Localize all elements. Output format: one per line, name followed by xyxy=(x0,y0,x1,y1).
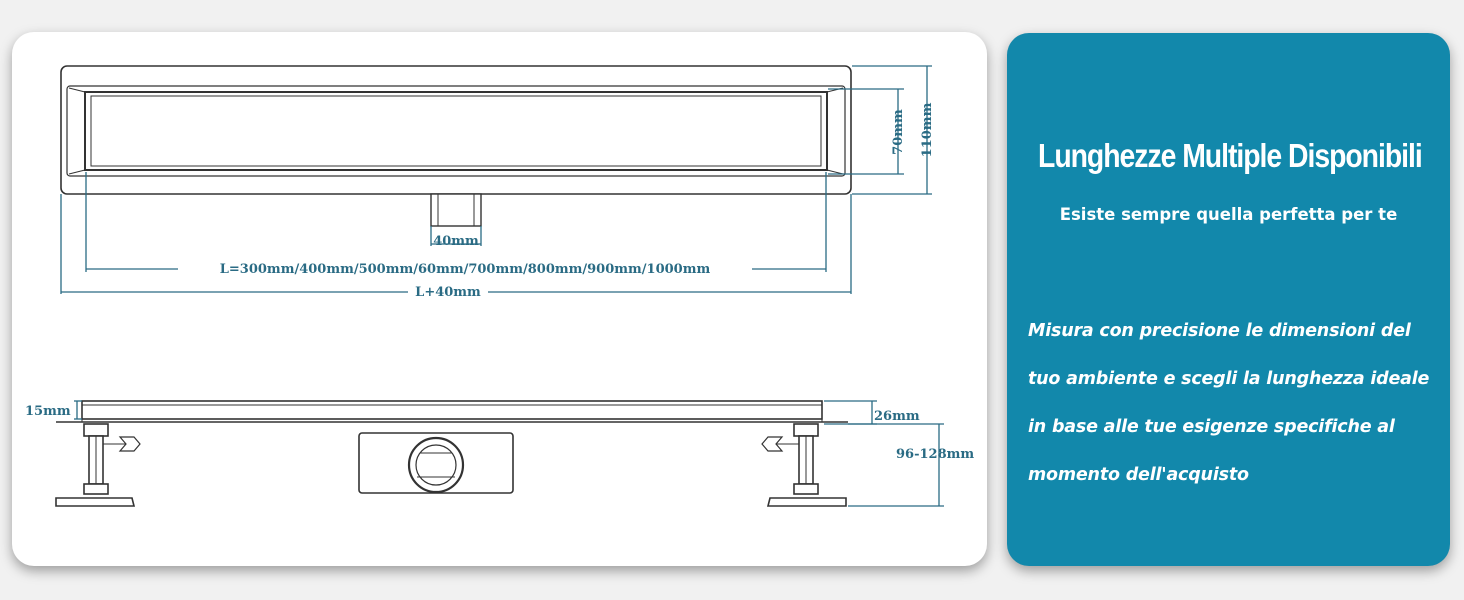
drain-outer-frame xyxy=(60,65,852,195)
info-body-line: in base alle tue esigenze specifiche al xyxy=(1028,417,1395,437)
diagram-panel: 70mm 110mm 40mm L=300mm/400mm/500mm/60mm… xyxy=(12,32,987,566)
inner-width-label: 70mm xyxy=(891,109,906,155)
side-view xyxy=(55,400,848,507)
outlet-width-label: 40mm xyxy=(433,234,479,249)
outlet-circle xyxy=(407,436,465,494)
side-view-dimensions xyxy=(74,400,944,507)
left-adjustable-foot xyxy=(55,423,141,507)
info-body-line: tuo ambiente e scegli la lunghezza ideal… xyxy=(1028,369,1430,389)
top-view-dimensions xyxy=(60,65,932,294)
technical-drawing: 70mm 110mm 40mm L=300mm/400mm/500mm/60mm… xyxy=(25,65,974,507)
drain-grate xyxy=(84,91,828,171)
info-title: Lunghezze Multiple Disponibili xyxy=(1038,137,1423,174)
body-height-label: 26mm xyxy=(874,409,920,424)
info-subtitle: Esiste sempre quella perfetta per te xyxy=(1059,205,1398,224)
rim-height-label: 15mm xyxy=(25,404,71,419)
drain-body-profile xyxy=(81,400,823,420)
drain-grate-inner xyxy=(90,95,822,167)
info-body: Misura con precisione le dimensioni del … xyxy=(1028,321,1448,513)
info-body-line: momento dell'acquisto xyxy=(1028,465,1249,485)
right-adjustable-foot xyxy=(761,423,847,507)
total-length-label: L+40mm xyxy=(415,285,481,300)
total-height-label: 96-128mm xyxy=(896,447,974,462)
info-body-line: Misura con precisione le dimensioni del xyxy=(1028,321,1411,341)
info-panel: Lunghezze Multiple Disponibili Esiste se… xyxy=(1007,33,1450,566)
outer-width-label: 110mm xyxy=(920,102,935,157)
length-label: L=300mm/400mm/500mm/60mm/700mm/800mm/900… xyxy=(220,262,711,277)
drain-rim xyxy=(66,85,846,177)
outlet-pipe xyxy=(430,193,482,227)
top-view xyxy=(60,65,852,227)
